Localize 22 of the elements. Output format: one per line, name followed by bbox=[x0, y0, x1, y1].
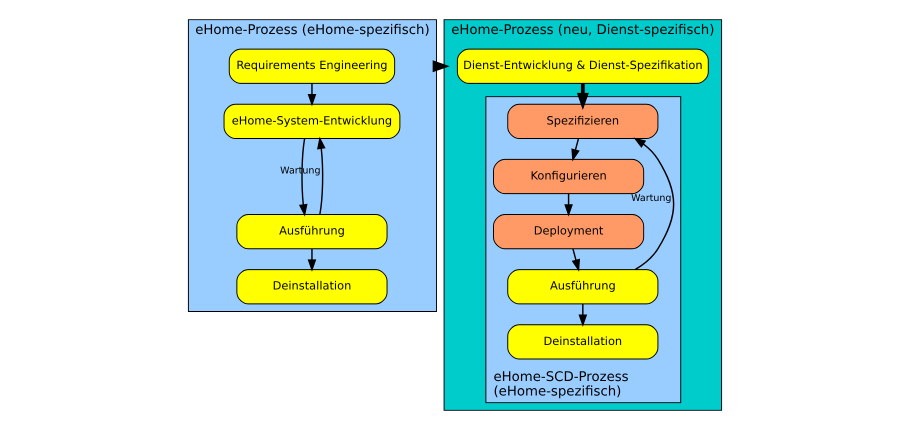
edge-label: Wartung bbox=[631, 193, 672, 204]
node-box: Dienst-Entwicklung & Dienst-Spezifikation bbox=[456, 48, 709, 84]
arrow bbox=[308, 248, 316, 272]
node-box: Requirements Engineering bbox=[228, 48, 396, 84]
arrow bbox=[432, 60, 450, 72]
node-box: Konfigurieren bbox=[493, 158, 644, 194]
node-box: Spezifizieren bbox=[507, 104, 658, 139]
arrow bbox=[576, 83, 589, 110]
node-box: Deployment bbox=[493, 214, 644, 250]
node-box: eHome-System-Entwicklung bbox=[224, 104, 400, 139]
arrow bbox=[298, 138, 308, 217]
arrow bbox=[578, 304, 588, 327]
node-box: Deinstallation bbox=[507, 324, 658, 360]
arrow bbox=[564, 194, 573, 217]
arrow bbox=[571, 138, 580, 162]
node-box: Ausführung bbox=[236, 214, 388, 250]
arrow bbox=[308, 83, 316, 106]
arrow bbox=[633, 138, 674, 270]
arrow bbox=[572, 248, 580, 272]
arrow bbox=[317, 136, 326, 215]
node-box: Deinstallation bbox=[236, 269, 388, 304]
node-box: Ausführung bbox=[507, 269, 658, 304]
